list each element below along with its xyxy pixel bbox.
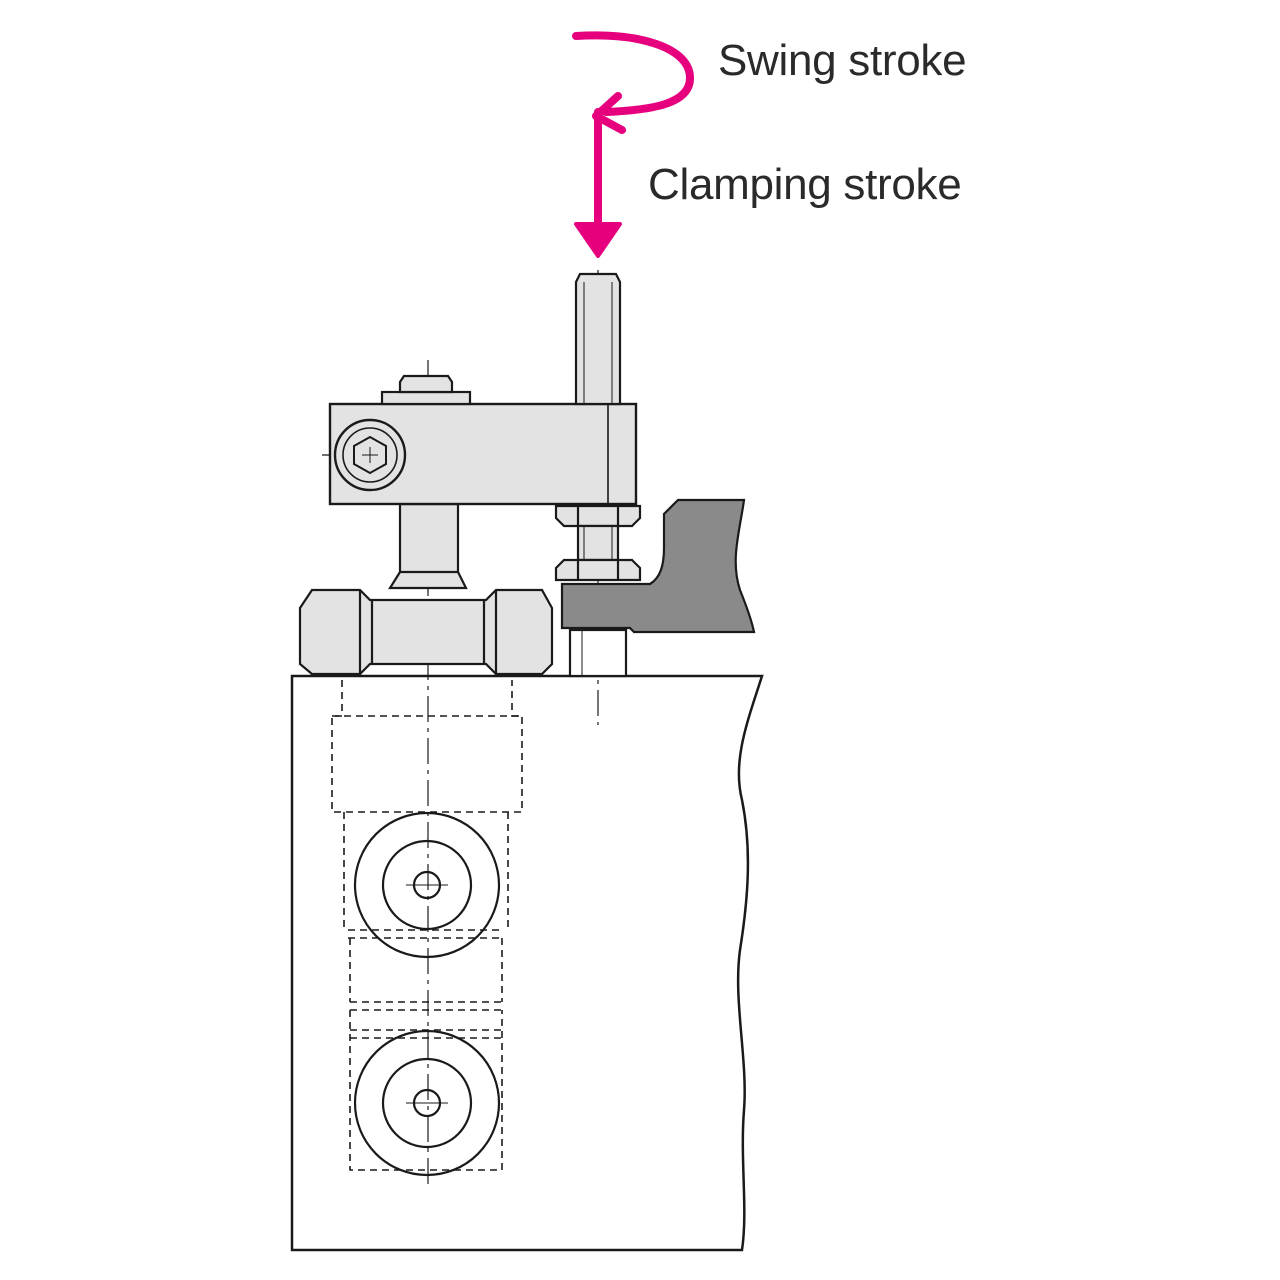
clamping-stroke-arrow — [574, 108, 622, 258]
workpiece — [560, 498, 756, 634]
port-lower — [353, 1029, 501, 1177]
bolt-shank — [576, 524, 620, 562]
clamping-stroke-label: Clamping stroke — [648, 160, 962, 209]
port-upper — [353, 811, 501, 959]
adjusting-bolt — [574, 272, 622, 406]
top-cap-screw — [380, 374, 472, 406]
hex-nut — [298, 588, 554, 676]
lock-nut-lower — [554, 558, 642, 582]
support-pin — [568, 628, 628, 678]
clamp-housing — [290, 674, 764, 1252]
swing-stroke-label: Swing stroke — [718, 36, 967, 85]
swing-stroke-arrow — [572, 31, 694, 134]
piston-rod — [388, 502, 468, 590]
socket-head-screw — [333, 418, 407, 492]
lock-nut-upper — [554, 504, 642, 528]
